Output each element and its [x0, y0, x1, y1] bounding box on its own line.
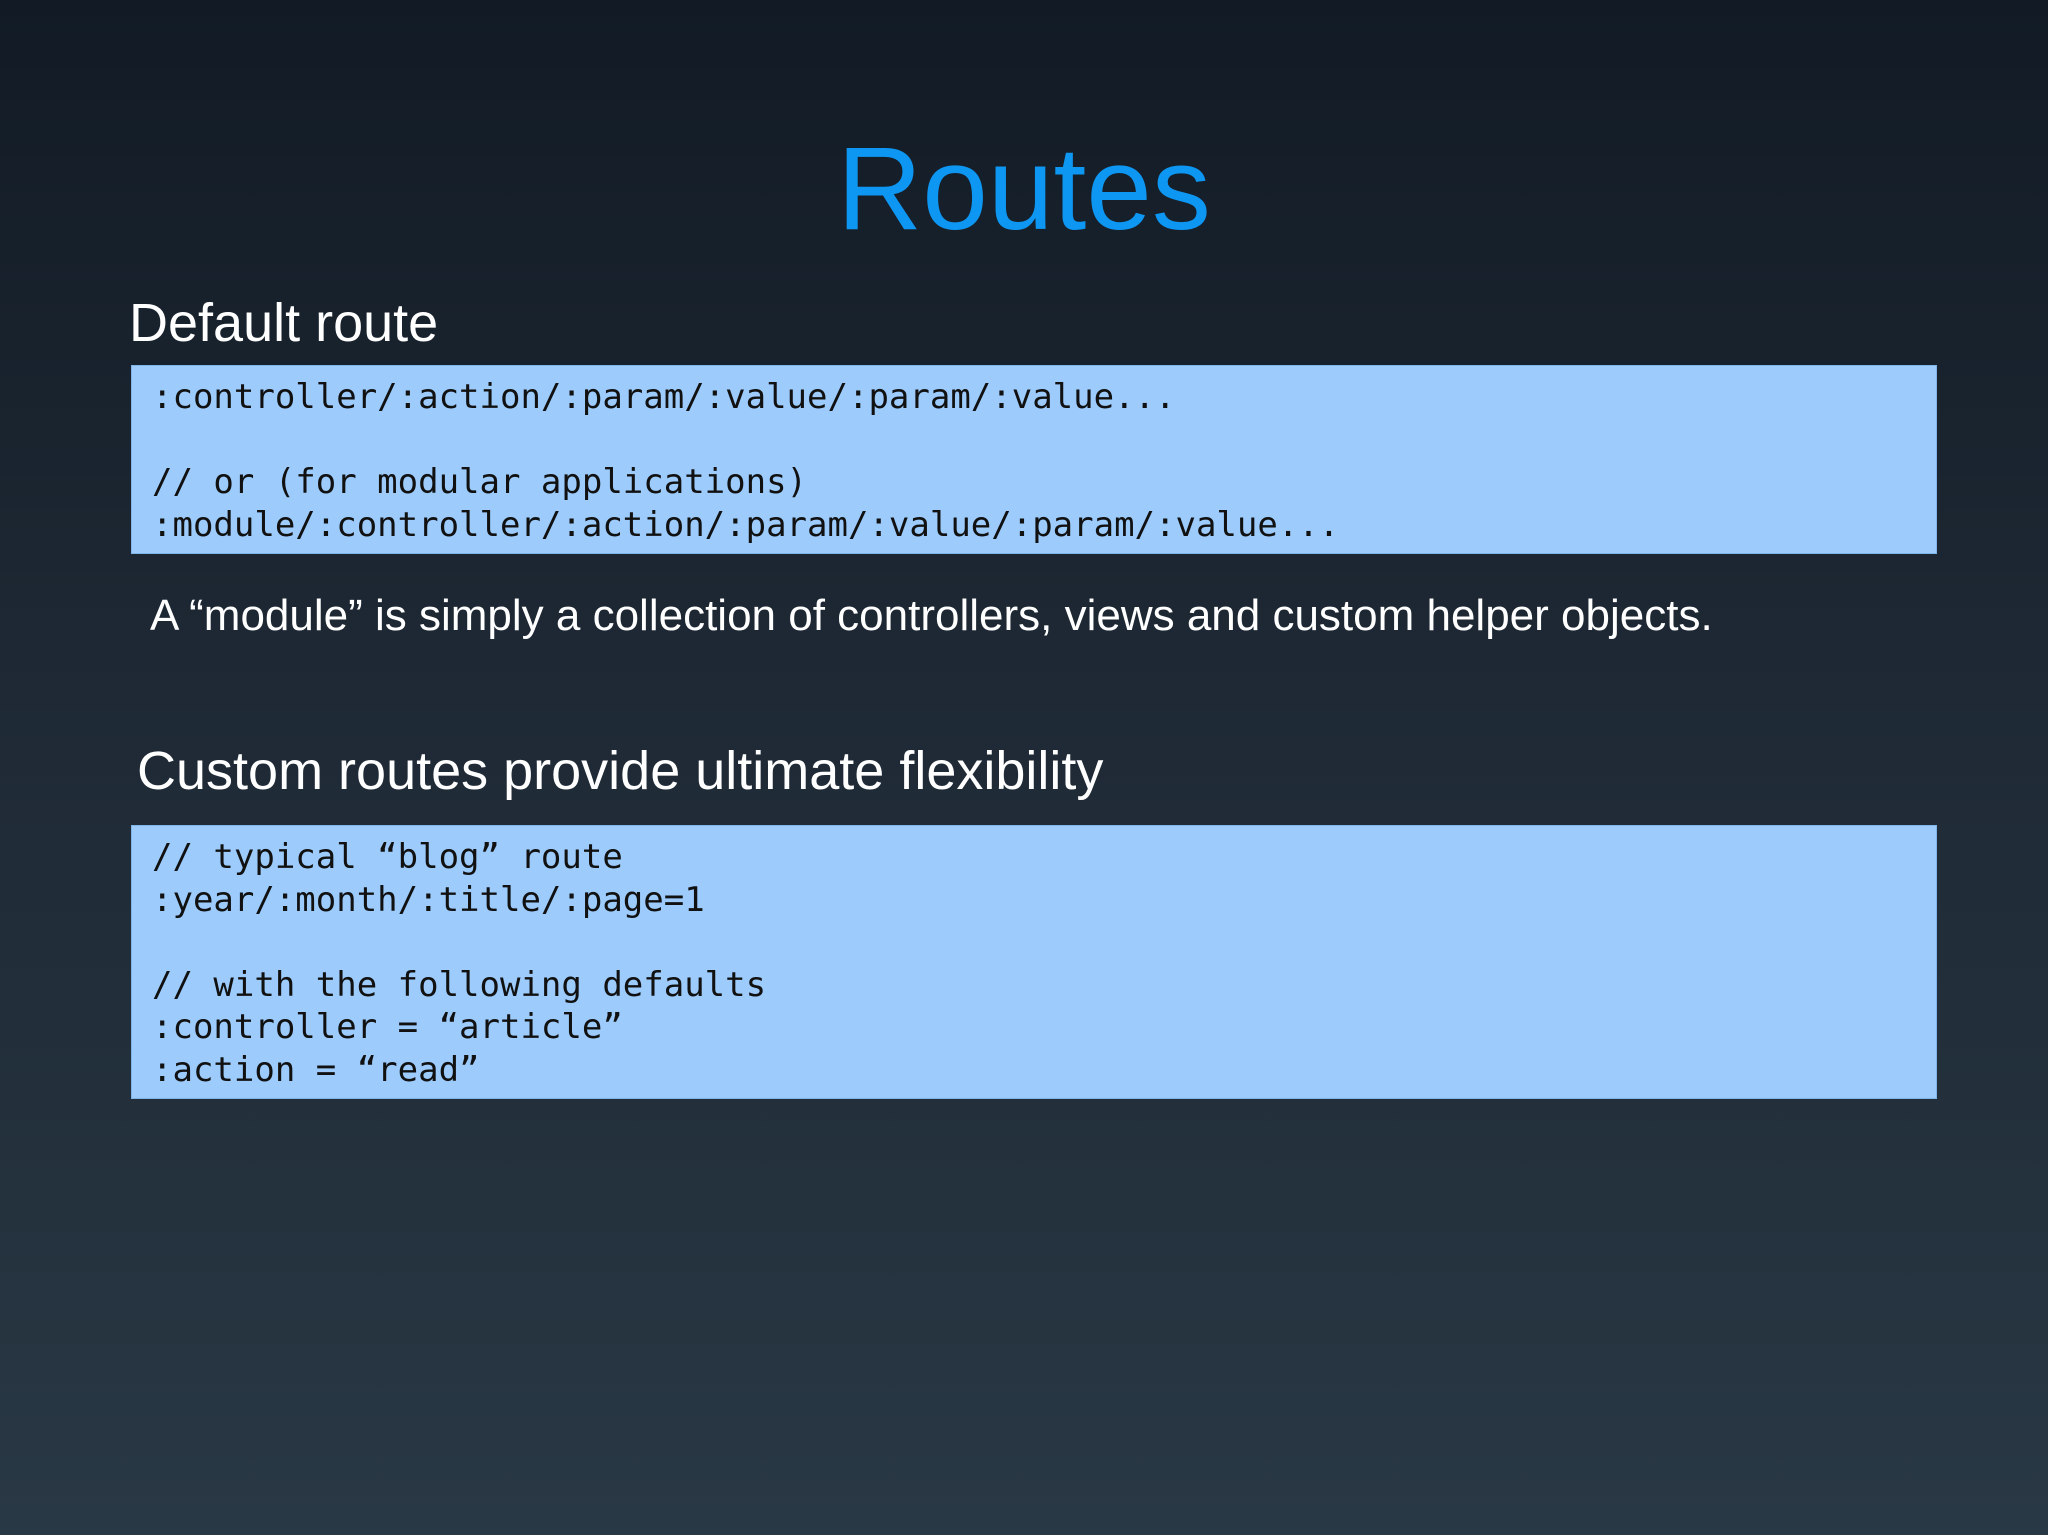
slide-title: Routes: [837, 123, 1211, 255]
code-line: :year/:month/:title/:page=1: [152, 879, 705, 920]
custom-routes-code-block: // typical “blog” route :year/:month/:ti…: [131, 825, 1937, 1099]
custom-routes-heading: Custom routes provide ultimate flexibili…: [137, 741, 1104, 801]
code-line: :module/:controller/:action/:param/:valu…: [152, 504, 1340, 545]
code-line: :controller = “article”: [152, 1007, 623, 1047]
module-description: A “module” is simply a collection of con…: [150, 591, 1713, 640]
code-line: // or (for modular applications): [152, 462, 808, 502]
code-line-blank: [152, 921, 1916, 964]
default-route-heading: Default route: [129, 293, 439, 353]
code-line: // typical “blog” route: [152, 837, 623, 877]
default-route-code-block: :controller/:action/:param/:value/:param…: [131, 365, 1937, 554]
code-line: :action = “read”: [152, 1049, 480, 1090]
code-line: :controller/:action/:param/:value/:param…: [152, 377, 1176, 417]
code-line: // with the following defaults: [152, 964, 767, 1005]
code-line-blank: [152, 419, 1916, 462]
